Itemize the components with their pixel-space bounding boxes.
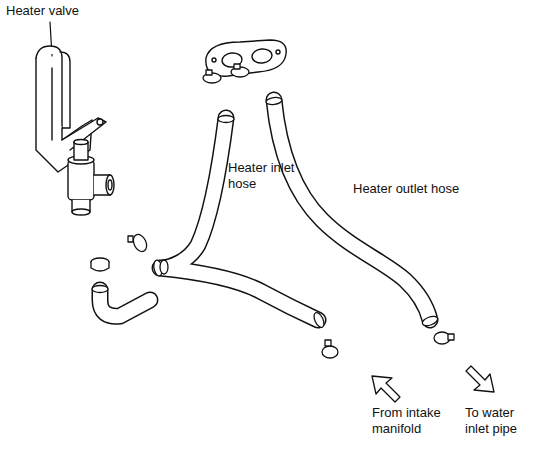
heater-outlet-hose [266, 96, 439, 327]
part-label: Heater outlet hose [353, 181, 459, 197]
valve-pipe [92, 286, 150, 317]
heater-valve [36, 46, 114, 215]
flow-label: To water inlet pipe [465, 405, 533, 437]
grommet [206, 40, 286, 76]
part-label: Heater valve [6, 3, 79, 19]
part-label: Heater inlet hose [228, 160, 306, 192]
flow-arrow [372, 366, 494, 402]
flow-label: From intake manifold [372, 405, 454, 437]
hose-clamp [91, 258, 109, 271]
heater-inlet-hose [153, 116, 326, 329]
hose-clamp [128, 64, 454, 358]
